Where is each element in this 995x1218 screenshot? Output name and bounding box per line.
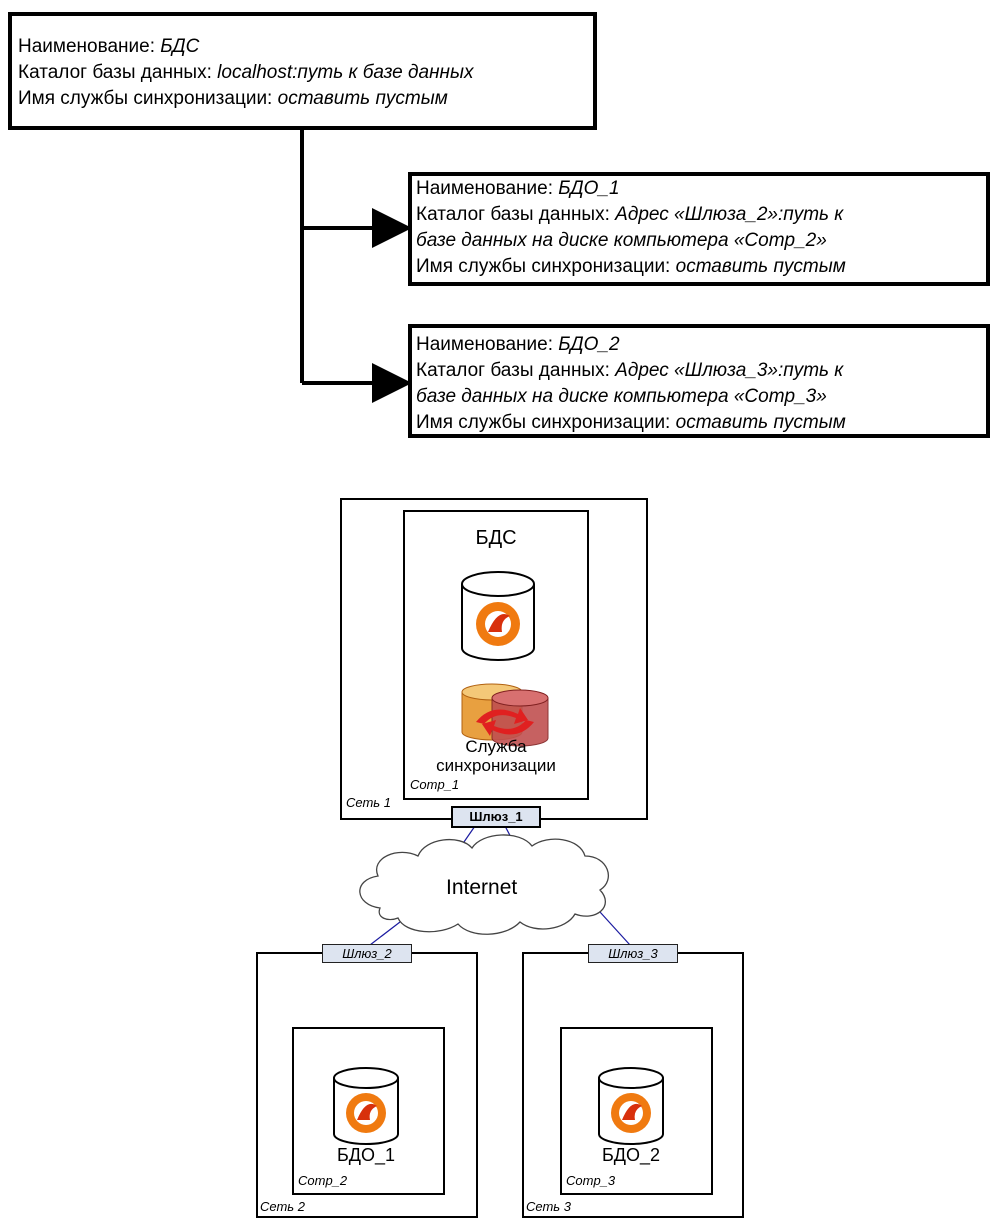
internet-label: Internet bbox=[446, 876, 518, 899]
network-2-label: Сеть 2 bbox=[260, 1199, 305, 1214]
sync-service-label-line1: Служба bbox=[465, 737, 527, 756]
link-internet-gw2 bbox=[369, 921, 401, 946]
config-line: Имя службы синхронизации: оставить пусты… bbox=[416, 256, 846, 277]
gateway-2: Шлюз_2 bbox=[322, 944, 412, 963]
config-line: базе данных на диске компьютера «Comp_2» bbox=[416, 230, 827, 251]
config-line: Каталог базы данных: Адрес «Шлюза_2»:пут… bbox=[416, 204, 844, 225]
network-3-label: Сеть 3 bbox=[526, 1199, 571, 1214]
link-gw1-internet-a bbox=[454, 825, 476, 856]
bds-title: БДС bbox=[475, 527, 517, 549]
comp-1-label: Comp_1 bbox=[410, 777, 460, 792]
network-1-label: Сеть 1 bbox=[346, 795, 391, 810]
config-line: Наименование: БДО_1 bbox=[416, 178, 620, 199]
config-box-bds: Наименование: БДС Каталог базы данных: l… bbox=[8, 12, 597, 130]
config-box-bdo2: Наименование: БДО_2 Каталог базы данных:… bbox=[408, 324, 990, 438]
bdo1-label: БДО_1 bbox=[336, 1145, 396, 1165]
config-line: Каталог базы данных: localhost:путь к ба… bbox=[18, 62, 474, 83]
comp-3-box bbox=[560, 1027, 713, 1195]
config-line: Наименование: БДС bbox=[18, 36, 200, 57]
comp-2-label: Comp_2 bbox=[298, 1173, 348, 1188]
link-gw1-internet-b bbox=[504, 825, 516, 846]
sync-service-label-line2: синхронизации bbox=[436, 756, 556, 775]
sync-service-label: Служба синхронизации bbox=[403, 737, 589, 775]
config-box-bdo1: Наименование: БДО_1 Каталог базы данных:… bbox=[408, 172, 990, 286]
gateway-3: Шлюз_3 bbox=[588, 944, 678, 963]
link-internet-gw3 bbox=[599, 911, 631, 946]
config-line: базе данных на диске компьютера «Comp_3» bbox=[416, 386, 827, 407]
config-line: Каталог базы данных: Адрес «Шлюза_3»:пут… bbox=[416, 360, 844, 381]
gateway-1: Шлюз_1 bbox=[451, 806, 541, 828]
comp-2-box bbox=[292, 1027, 445, 1195]
config-line: Имя службы синхронизации: оставить пусты… bbox=[416, 412, 846, 433]
comp-3-label: Comp_3 bbox=[566, 1173, 616, 1188]
config-line: Наименование: БДО_2 bbox=[416, 334, 620, 355]
config-line: Имя службы синхронизации: оставить пусты… bbox=[18, 88, 448, 109]
bdo2-label: БДО_2 bbox=[601, 1145, 661, 1165]
